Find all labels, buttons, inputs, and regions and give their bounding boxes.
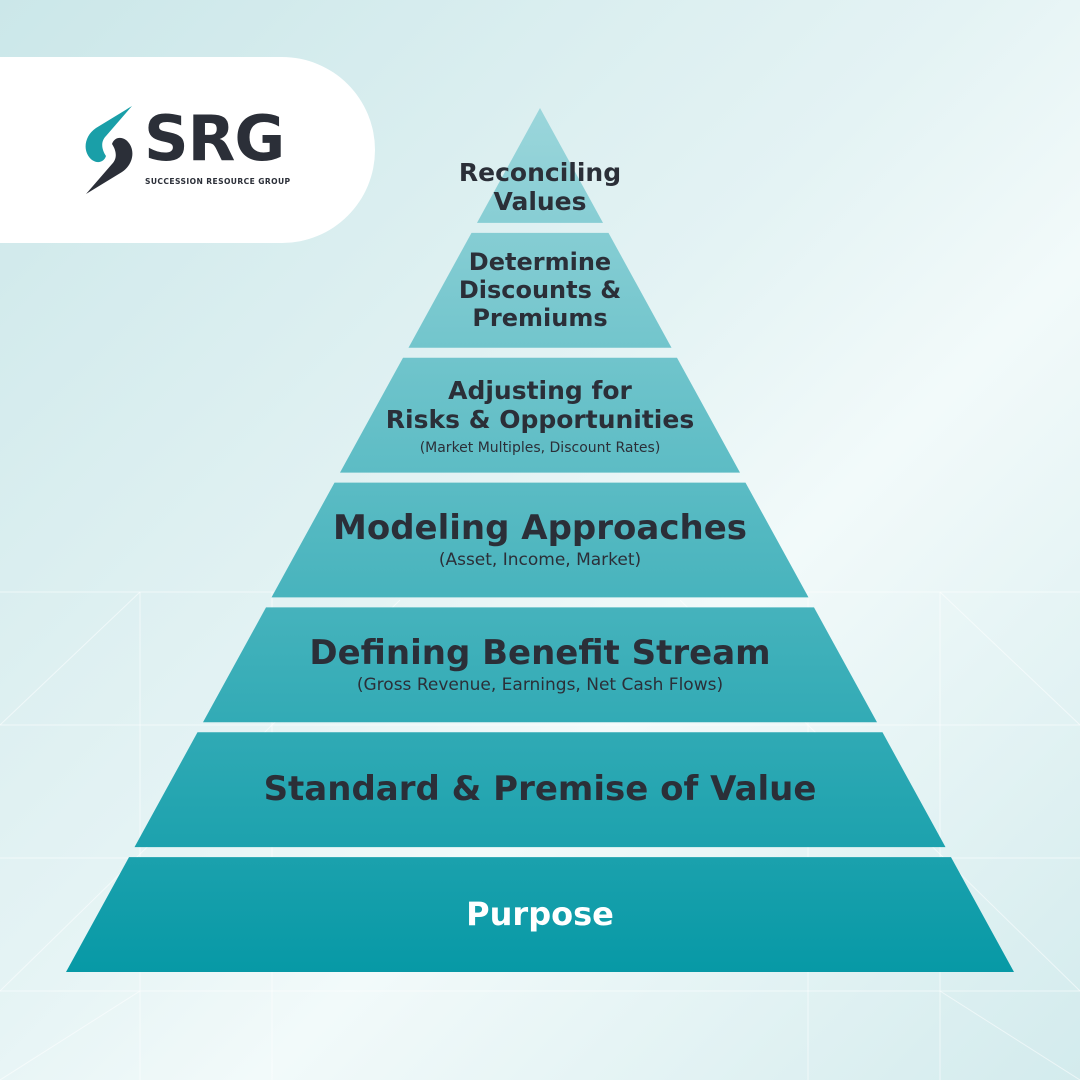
- tier-subtitle: (Asset, Income, Market): [438, 550, 642, 571]
- tier-label-3: Adjusting for Risks & Opportunities (Mark…: [140, 358, 940, 473]
- tier-title: Adjusting for Risks & Opportunities: [385, 375, 695, 435]
- pyramid-tier-1: [476, 108, 604, 223]
- tier-label-6: Standard & Premise of Value: [140, 732, 940, 847]
- pyramid-tier-6: [134, 732, 946, 848]
- tier-title: Determine Discounts & Premiums: [458, 247, 622, 333]
- srg-logo-icon: [85, 106, 133, 194]
- tier-label-2: Determine Discounts & Premiums: [140, 233, 940, 348]
- logo-card: [0, 57, 375, 243]
- tier-title: Reconciling Values: [458, 157, 622, 217]
- brand-tagline: SUCCESSION RESOURCE GROUP: [145, 177, 291, 186]
- brand-name: SRG: [144, 102, 285, 175]
- tier-label-4: Modeling Approaches(Asset, Income, Marke…: [140, 483, 940, 598]
- pyramid-tier-4: [271, 482, 809, 598]
- tier-title: Purpose: [466, 894, 614, 933]
- tier-subtitle: (Market Multiples, Discount Rates): [419, 439, 661, 456]
- pyramid-tier-7: [66, 857, 1014, 972]
- pyramid-tier-2: [408, 232, 672, 348]
- pyramid-tier-3: [339, 357, 741, 473]
- pyramid-tier-5: [202, 607, 878, 723]
- tier-title: Modeling Approaches: [333, 507, 747, 548]
- tier-label-7: Purpose: [140, 857, 940, 972]
- tier-label-5: Defining Benefit Stream(Gross Revenue, E…: [140, 607, 940, 722]
- tier-title: Standard & Premise of Value: [263, 768, 817, 809]
- tier-subtitle: (Gross Revenue, Earnings, Net Cash Flows…: [356, 675, 724, 696]
- tier-title: Defining Benefit Stream: [309, 632, 771, 673]
- tier-label-1: Reconciling Values: [140, 108, 940, 245]
